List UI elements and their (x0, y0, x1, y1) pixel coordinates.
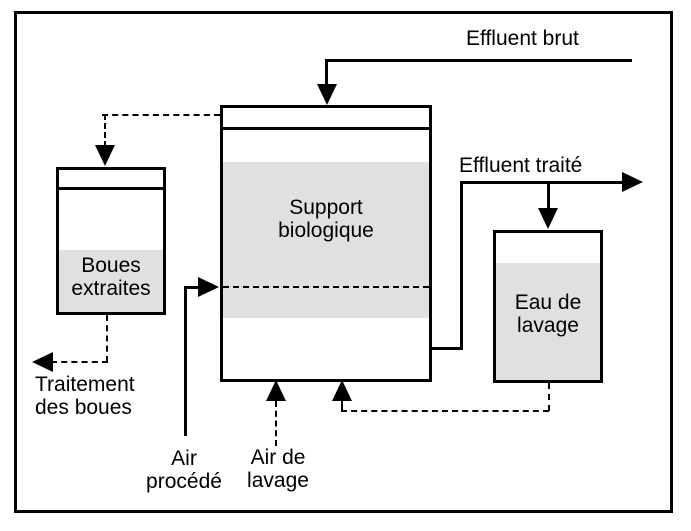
wash-air-dashed-line-v (275, 401, 277, 446)
bioreactor-label: Support biologique (278, 196, 374, 242)
wash-return-dashed-line-h (341, 410, 549, 412)
sludge-out-dashed-line-h (51, 361, 108, 363)
raw-effluent-line-h (325, 59, 632, 62)
treated-effluent-label: Effluent traité (459, 154, 583, 177)
sludge-out-dashed-line-v (106, 315, 108, 362)
raw-effluent-label: Effluent brut (466, 27, 579, 50)
wash-water-feed-arrow-down-icon (538, 208, 558, 229)
bioreactor-tank: Support biologique (220, 105, 432, 382)
wash-air-arrow-up-icon (266, 380, 286, 401)
bioreactor-media-fill (223, 162, 429, 318)
raw-effluent-line-v (325, 59, 328, 86)
process-air-line-v (184, 286, 187, 436)
sludge-feed-dashed-line-h (102, 114, 220, 116)
wash-air-label: Air de lavage (247, 446, 309, 492)
treated-effluent-line-h (460, 181, 622, 184)
wash-return-dashed-line-v2 (341, 401, 343, 410)
sludge-tank-fill (59, 250, 163, 312)
sludge-tank-label: Boues extraites (71, 254, 151, 300)
sludge-tank-lid-line (59, 187, 163, 190)
treated-effluent-exit-line-h (430, 347, 463, 350)
diagram-border (14, 11, 673, 513)
bioreactor-air-level-dashed-line (223, 286, 429, 288)
bioreactor-lid-line (223, 127, 429, 130)
wash-return-dashed-line-v1 (548, 383, 550, 411)
sludge-tank: Boues extraites (56, 167, 166, 315)
wash-water-tank-label: Eau de lavage (514, 291, 582, 337)
sludge-treatment-label: Traitement des boues (35, 373, 135, 419)
raw-effluent-arrow-down-icon (317, 84, 337, 105)
wash-water-feed-line-v (547, 181, 550, 210)
sludge-feed-dashed-line-v (104, 114, 106, 147)
treated-effluent-riser-line-v (460, 181, 463, 350)
process-air-line-h (184, 286, 200, 289)
process-air-arrow-right-icon (198, 277, 219, 297)
wash-water-tank-fill (496, 263, 600, 380)
process-air-label: Air procédé (146, 447, 222, 493)
wash-water-tank: Eau de lavage (493, 230, 603, 383)
treated-effluent-arrow-right-icon (622, 172, 643, 192)
sludge-out-arrow-left-icon (32, 352, 53, 372)
wash-return-arrow-up-icon (332, 380, 352, 401)
sludge-feed-arrow-down-icon (95, 145, 115, 166)
